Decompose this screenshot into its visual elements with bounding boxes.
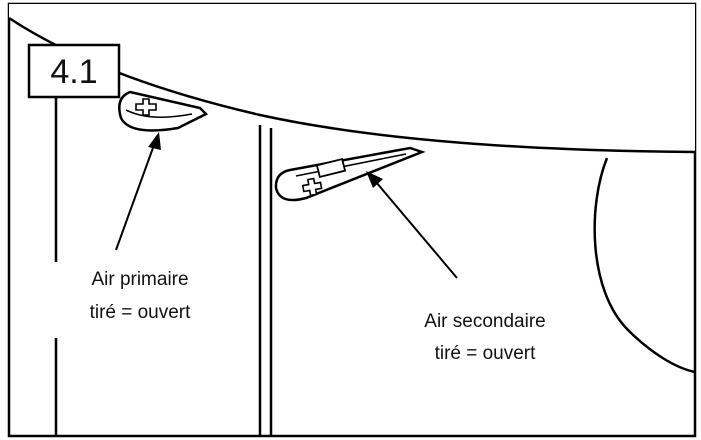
primary-arrow (115, 132, 161, 251)
door-arc (593, 157, 696, 374)
secondary-label-line1: Air secondaire (424, 311, 545, 332)
primary-air-lever (118, 90, 209, 132)
stove-body (9, 4, 695, 152)
lever-cross-knob (301, 177, 323, 197)
lever-cross-knob (135, 98, 157, 116)
lever-slot (315, 157, 347, 179)
secondary-label-line2: tiré = ouvert (435, 343, 537, 364)
primary-label-line1: Air primaire (91, 269, 188, 290)
secondary-arrow (366, 171, 458, 279)
step-number-box (27, 43, 121, 99)
step-number: 4.1 (50, 53, 97, 91)
secondary-air-lever (274, 146, 426, 202)
primary-label-line2: tiré = ouvert (90, 302, 192, 323)
